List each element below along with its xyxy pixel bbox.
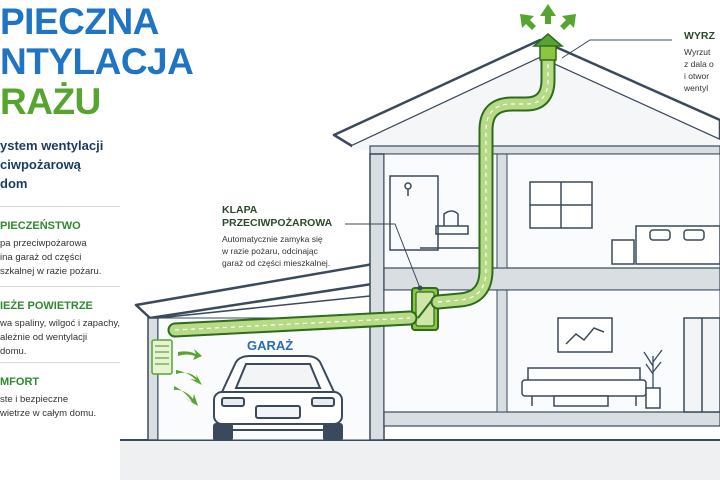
feature-comfort-heading: MFORT	[0, 376, 40, 388]
feature-fresh-air-line: ależnie od wentylacji	[0, 332, 88, 343]
divider-1	[0, 206, 120, 207]
subtitle-line-2: ciwpożarową	[0, 157, 81, 172]
bedroom	[529, 181, 720, 265]
garage-wall-vent	[151, 339, 173, 375]
damper-callout-text: Automatycznie zamyka się w razie pożaru,…	[222, 233, 332, 269]
feature-safety-text: pa przeciwpożarowa ina garaż od części s…	[0, 237, 150, 279]
title-line-3: RAŻU	[0, 81, 101, 122]
subtitle-line-3: dom	[0, 176, 28, 191]
feature-fresh-air-line: wa spaliny, wilgoć i zapachy,	[0, 318, 121, 329]
feature-fresh-air: IEŻE POWIETRZE wa spaliny, wilgoć i zapa…	[0, 300, 150, 359]
feature-safety-line: szkalnej w razie pożaru.	[0, 266, 102, 277]
damper-heading-line-1: KLAPA	[222, 204, 258, 216]
feature-safety: PIECZEŃSTWO pa przeciwpożarowa ina garaż…	[0, 220, 150, 279]
exhaust-text-line-4: wentyl	[684, 83, 709, 93]
garage-roof	[134, 260, 387, 320]
garage-ceiling	[157, 295, 371, 319]
roof-exhaust-cap	[531, 33, 565, 61]
damper-text-line-2: w razie pożaru, odcinając	[222, 246, 318, 256]
feature-fresh-air-heading: IEŻE POWIETRZE	[0, 300, 93, 312]
damper-text-line-1: Automatycznie zamyka się	[222, 234, 323, 244]
divider-2	[0, 286, 120, 287]
feature-safety-line: pa przeciwpożarowa	[0, 238, 87, 249]
damper-callout: KLAPA PRZECIWPOŻAROWA Automatycznie zamy…	[222, 204, 332, 269]
damper-heading-line-2: PRZECIWPOŻAROWA	[222, 217, 333, 229]
page-title: PIECZNA NTYLACJA RAŻU	[0, 1, 194, 122]
duct-flow-line	[174, 58, 549, 331]
damper-text-line-3: garaż od części mieszkalnej.	[222, 258, 331, 268]
exhaust-text-line-3: i otwor	[684, 71, 710, 81]
exhaust-callout-text: Wyrzut z dala o i otwor wentyl	[684, 46, 715, 94]
feature-comfort: MFORT ste i bezpieczne wietrze w całym d…	[0, 376, 150, 421]
exhaust-text-line-2: z dala o	[684, 59, 714, 69]
damper-leader-dot	[417, 285, 423, 291]
feature-fresh-air-text: wa spaliny, wilgoć i zapachy, ależnie od…	[0, 317, 150, 359]
exhaust-text-line-1: Wyrzut	[684, 47, 711, 57]
living-room	[521, 317, 720, 413]
garage-label: GARAŻ	[247, 338, 294, 353]
feature-comfort-line: ste i bezpieczne	[0, 394, 69, 405]
fire-damper-unit	[411, 287, 439, 331]
car	[213, 355, 343, 441]
exhaust-callout-leader	[561, 39, 672, 59]
damper-callout-heading: KLAPA PRZECIWPOŻAROWA	[222, 204, 332, 230]
feature-comfort-text: ste i bezpieczne wietrze w całym domu.	[0, 393, 150, 421]
exhaust-callout: WYRZ Wyrzut z dala o i otwor wentyl	[684, 30, 715, 94]
exhaust-arrows	[520, 4, 576, 30]
feature-comfort-line: wietrze w całym domu.	[0, 408, 97, 419]
divider-3	[0, 362, 120, 363]
ground	[120, 440, 720, 480]
subtitle: ystem wentylacji ciwpożarową dom	[0, 136, 160, 193]
exhaust-callout-heading: WYRZ	[684, 30, 715, 43]
partition-lower	[496, 289, 508, 413]
house-wall-left	[369, 153, 385, 441]
bathroom	[389, 175, 480, 251]
subtitle-line-1: ystem wentylacji	[0, 138, 104, 153]
foundation	[383, 411, 720, 427]
title-line-1: PIECZNA	[0, 1, 159, 42]
damper-callout-leader	[345, 223, 421, 289]
exhaust-heading: WYRZ	[684, 30, 715, 42]
garage-airflow-arrows	[174, 349, 202, 406]
attic-floor	[369, 145, 720, 155]
feature-safety-heading: PIECZEŃSTWO	[0, 220, 81, 232]
title-line-2: NTYLACJA	[0, 41, 194, 82]
partition-upper	[496, 153, 508, 269]
floor-slab	[383, 267, 720, 291]
feature-safety-line: ina garaż od części	[0, 252, 82, 263]
feature-fresh-air-line: domu.	[0, 346, 27, 357]
